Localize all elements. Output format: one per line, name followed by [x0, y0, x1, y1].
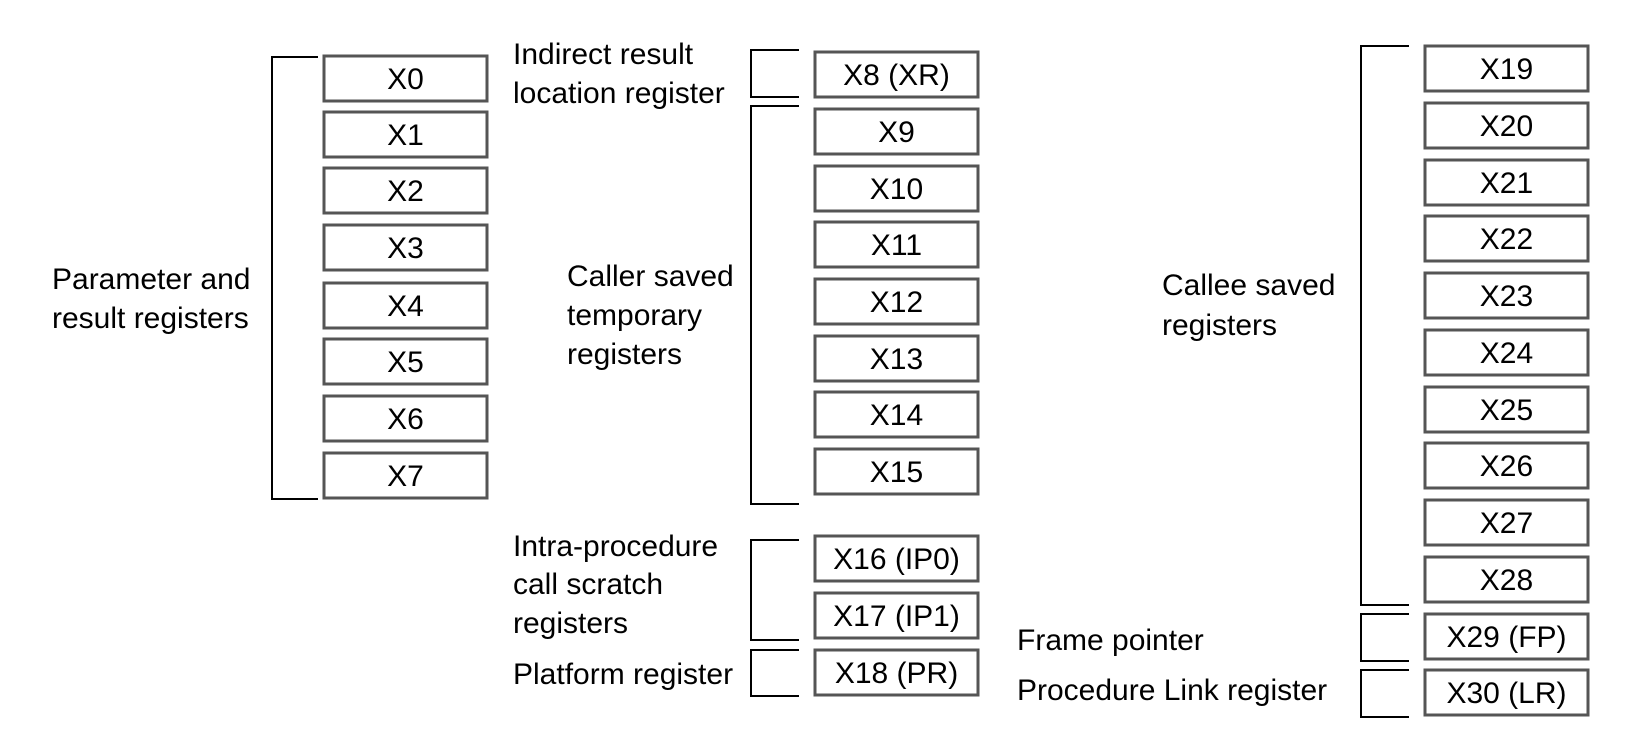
- indirect-bracket: [750, 49, 799, 98]
- register-x22: X22: [1423, 214, 1590, 263]
- intra-label-line2: call scratch: [513, 568, 663, 601]
- register-x12-label: X12: [870, 286, 923, 319]
- register-x14-label: X14: [870, 399, 923, 432]
- callee-label-line2: registers: [1162, 309, 1277, 342]
- register-x23-label: X23: [1480, 280, 1533, 313]
- register-x29-label: X29 (FP): [1446, 621, 1566, 654]
- register-x29: X29 (FP): [1423, 612, 1590, 661]
- intra-label-line3: registers: [513, 607, 628, 640]
- register-x25: X25: [1423, 385, 1590, 434]
- frame-bracket: [1360, 613, 1409, 662]
- register-x11: X11: [813, 220, 980, 269]
- register-x26-label: X26: [1480, 450, 1533, 483]
- register-x7-label: X7: [387, 460, 424, 493]
- register-x26: X26: [1423, 441, 1590, 490]
- register-x1-label: X1: [387, 119, 424, 152]
- register-x17-label: X17 (IP1): [833, 600, 960, 633]
- register-x19-label: X19: [1480, 53, 1533, 86]
- register-x10: X10: [813, 164, 980, 213]
- register-x5-label: X5: [387, 346, 424, 379]
- platform-label: Platform register: [513, 658, 733, 691]
- frame-label: Frame pointer: [1017, 624, 1204, 657]
- register-x21: X21: [1423, 158, 1590, 207]
- register-x16: X16 (IP0): [813, 534, 980, 583]
- register-x25-label: X25: [1480, 394, 1533, 427]
- register-x16-label: X16 (IP0): [833, 543, 960, 576]
- register-x3: X3: [322, 223, 489, 272]
- register-x15: X15: [813, 447, 980, 496]
- register-x27-label: X27: [1480, 507, 1533, 540]
- register-x19: X19: [1423, 44, 1590, 93]
- register-x11-label: X11: [871, 229, 922, 262]
- caller-label-line1: Caller saved: [567, 260, 734, 293]
- register-x6: X6: [322, 394, 489, 443]
- parameter-bracket: [271, 56, 318, 500]
- register-x7: X7: [322, 451, 489, 500]
- caller-bracket: [750, 105, 799, 505]
- caller-label-line3: registers: [567, 338, 682, 371]
- register-x13-label: X13: [870, 343, 923, 376]
- register-x18: X18 (PR): [813, 648, 980, 697]
- register-x1: X1: [322, 110, 489, 159]
- register-x24-label: X24: [1480, 337, 1533, 370]
- register-x8-label: X8 (XR): [843, 59, 950, 92]
- register-x2: X2: [322, 166, 489, 215]
- register-x0: X0: [322, 54, 489, 103]
- register-x22-label: X22: [1480, 223, 1533, 256]
- register-x12: X12: [813, 277, 980, 326]
- register-x15-label: X15: [870, 456, 923, 489]
- register-x8: X8 (XR): [813, 50, 980, 99]
- callee-bracket: [1360, 45, 1409, 606]
- register-x21-label: X21: [1480, 167, 1533, 200]
- register-x28-label: X28: [1480, 564, 1533, 597]
- register-x20: X20: [1423, 101, 1590, 150]
- callee-label-line1: Callee saved: [1162, 269, 1335, 302]
- register-x23: X23: [1423, 271, 1590, 320]
- register-x9-label: X9: [878, 116, 915, 149]
- indirect-label-line2: location register: [513, 77, 725, 110]
- register-x0-label: X0: [387, 63, 424, 96]
- register-x4-label: X4: [387, 290, 424, 323]
- intra-bracket: [750, 539, 799, 641]
- register-x4: X4: [322, 281, 489, 330]
- parameter-label-line1: Parameter and: [52, 263, 250, 296]
- parameter-label-line2: result registers: [52, 302, 249, 335]
- register-x3-label: X3: [387, 232, 424, 265]
- link-label: Procedure Link register: [1017, 674, 1327, 707]
- register-x13: X13: [813, 334, 980, 383]
- register-x6-label: X6: [387, 403, 424, 436]
- register-x10-label: X10: [870, 173, 923, 206]
- register-x30-label: X30 (LR): [1446, 677, 1566, 710]
- indirect-label-line1: Indirect result: [513, 38, 694, 71]
- register-x17: X17 (IP1): [813, 591, 980, 640]
- register-x2-label: X2: [387, 175, 424, 208]
- register-x18-label: X18 (PR): [835, 657, 958, 690]
- register-x30: X30 (LR): [1423, 668, 1590, 717]
- register-x20-label: X20: [1480, 110, 1533, 143]
- platform-bracket: [750, 649, 799, 697]
- register-x24: X24: [1423, 328, 1590, 377]
- register-x9: X9: [813, 107, 980, 156]
- caller-label-line2: temporary: [567, 299, 702, 332]
- register-x27: X27: [1423, 498, 1590, 547]
- register-x14: X14: [813, 390, 980, 439]
- link-bracket: [1360, 669, 1409, 718]
- register-x5: X5: [322, 337, 489, 386]
- intra-label-line1: Intra-procedure: [513, 530, 718, 563]
- register-x28: X28: [1423, 555, 1590, 604]
